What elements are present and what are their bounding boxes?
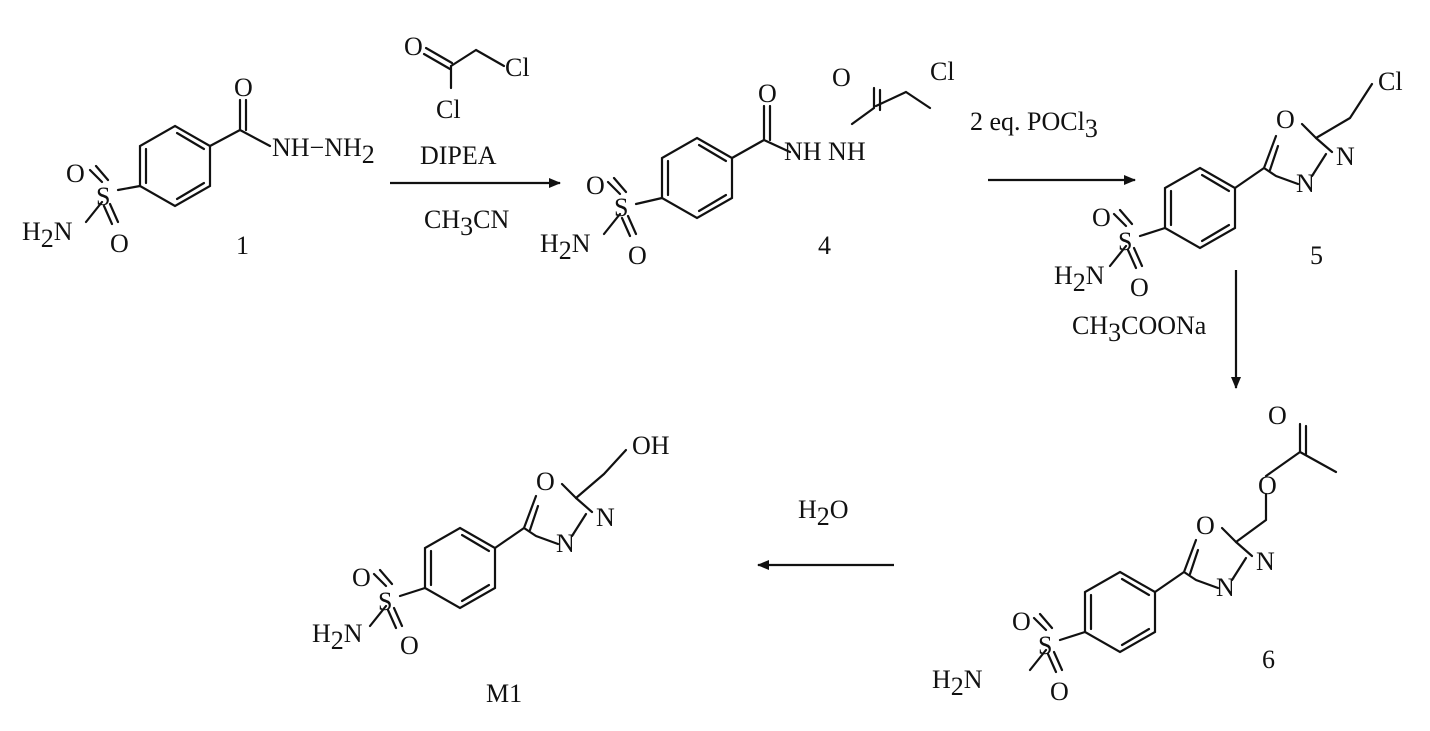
compound-5-sulfur: S xyxy=(1118,227,1132,256)
compound-m1-n1: N xyxy=(596,503,615,532)
compound-4: O O NH NH Cl O S O H2N 4 xyxy=(540,57,955,270)
step1-solvent-label: CH3CN xyxy=(424,205,509,241)
compound-6-ring-o: O xyxy=(1196,511,1215,540)
compound-4-sulfonyl-o-top: O xyxy=(586,171,605,200)
compound-1-carbonyl-o: O xyxy=(234,73,253,102)
compound-4-nhnh: NH NH xyxy=(784,137,866,166)
compound-6-carbonyl-o: O xyxy=(1268,401,1287,430)
chloroacetyl-chloride-reagent: O Cl Cl xyxy=(404,32,530,124)
compound-5-n2: N xyxy=(1296,169,1315,198)
compound-6-sulfur: S xyxy=(1038,631,1052,660)
compound-1: O NH−NH2 O S O H2N 1 xyxy=(22,73,375,260)
compound-6: O N N O O O S O H2N 6 xyxy=(932,401,1338,706)
compound-5-sulfonamide: H2N xyxy=(1054,261,1105,297)
compound-6-ester-o: O xyxy=(1258,471,1277,500)
compound-5-sulfonyl-o-top: O xyxy=(1092,203,1111,232)
compound-m1-ring-o: O xyxy=(536,467,555,496)
reagent-cl-terminal: Cl xyxy=(505,53,530,82)
compound-5-cl: Cl xyxy=(1378,67,1403,96)
compound-4-sulfur: S xyxy=(614,193,628,222)
reagent-bonds xyxy=(422,46,506,90)
compound-4-sulfonamide: H2N xyxy=(540,229,591,265)
compound-4-amide-o: O xyxy=(832,63,851,92)
compound-6-bonds xyxy=(1028,422,1338,674)
compound-5-number: 5 xyxy=(1310,241,1323,270)
compound-6-n2: N xyxy=(1216,573,1235,602)
compound-5-ring-o: O xyxy=(1276,105,1295,134)
compound-1-number: 1 xyxy=(236,231,249,260)
reagent-o: O xyxy=(404,32,423,61)
compound-m1-sulfonyl-o-bottom: O xyxy=(400,631,419,660)
step1-base-label: DIPEA xyxy=(420,141,497,170)
compound-m1-bonds xyxy=(368,448,628,630)
compound-6-sulfonamide: H2N xyxy=(932,665,983,701)
reagent-cl-acyl: Cl xyxy=(436,95,461,124)
step2-reagent-label: 2 eq. POCl3 xyxy=(970,107,1098,143)
compound-6-sulfonyl-o-bottom: O xyxy=(1050,677,1069,706)
compound-m1-sulfonyl-o-top: O xyxy=(352,563,371,592)
step3-reagent-label: CH3COONa xyxy=(1072,311,1207,347)
step4-reagent-label: H2O xyxy=(798,495,849,531)
compound-m1: O N N OH O S O H2N M1 xyxy=(312,431,670,708)
compound-6-number: 6 xyxy=(1262,645,1275,674)
compound-1-sulfonamide: H2N xyxy=(22,217,73,253)
compound-m1-sulfur: S xyxy=(378,587,392,616)
compound-m1-oh: OH xyxy=(632,431,670,460)
compound-4-bonds xyxy=(602,86,932,238)
compound-1-sulfonyl-o-bottom: O xyxy=(110,229,129,258)
compound-m1-n2: N xyxy=(556,529,575,558)
compound-4-carbonyl-o: O xyxy=(758,79,777,108)
compound-m1-sulfonamide: H2N xyxy=(312,619,363,655)
compound-4-sulfonyl-o-bottom: O xyxy=(628,241,647,270)
compound-4-cl: Cl xyxy=(930,57,955,86)
compound-5-sulfonyl-o-bottom: O xyxy=(1130,273,1149,302)
compound-6-n1: N xyxy=(1256,547,1275,576)
compound-1-bonds xyxy=(84,98,272,226)
compound-m1-number: M1 xyxy=(486,679,522,708)
compound-5: O N N Cl O S O H2N 5 xyxy=(1054,67,1403,302)
compound-1-hydrazide: NH−NH2 xyxy=(272,133,375,169)
compound-5-n1: N xyxy=(1336,142,1355,171)
compound-5-bonds xyxy=(1108,82,1374,270)
compound-1-sulfonyl-o-top: O xyxy=(66,159,85,188)
compound-6-sulfonyl-o-top: O xyxy=(1012,607,1031,636)
compound-4-number: 4 xyxy=(818,231,831,260)
compound-1-sulfur: S xyxy=(96,182,110,211)
